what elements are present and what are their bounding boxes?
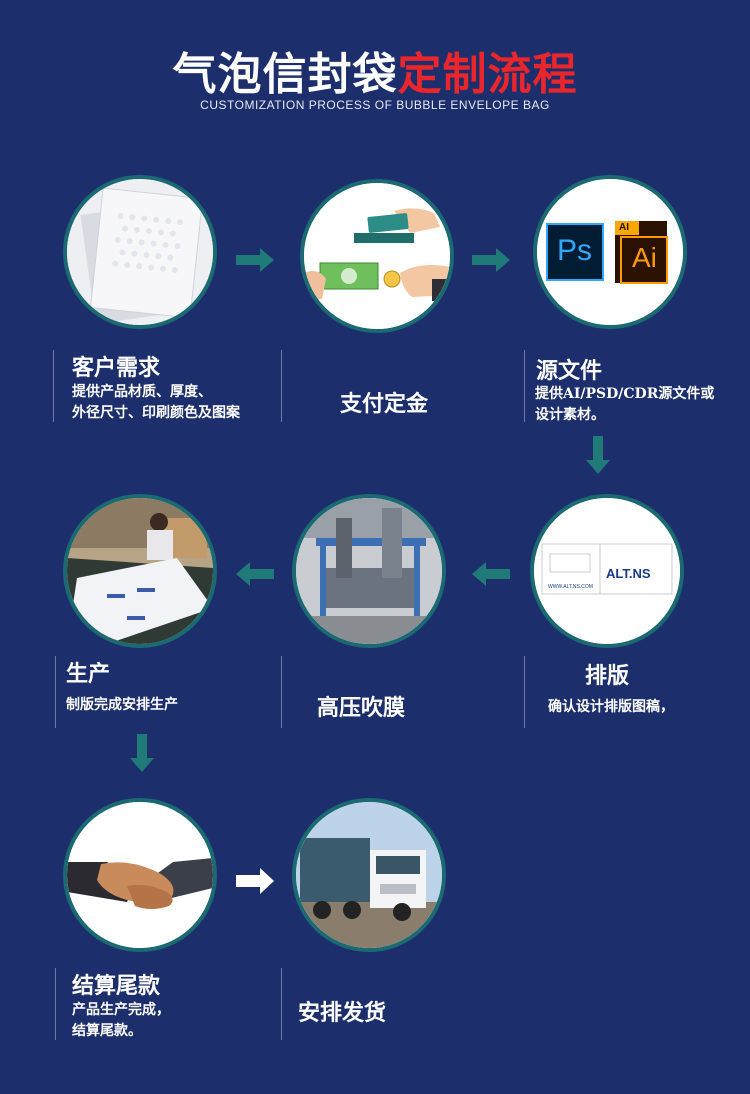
- divider: [281, 656, 282, 728]
- step-desc: 设计素材。: [535, 405, 605, 426]
- divider: [55, 968, 56, 1040]
- layout-url: WWW.ALT.NS.COM: [548, 584, 593, 590]
- ai-icon: Ai: [632, 242, 657, 274]
- title-white: 气泡信封袋: [173, 49, 398, 100]
- layout-brand: ALT.NS: [606, 566, 651, 581]
- step-desc: 确认设计排版图稿，: [548, 697, 674, 718]
- step-title: 客户需求: [72, 350, 160, 382]
- source-files-image: Ps Ai AI: [533, 175, 687, 329]
- divider: [281, 350, 282, 422]
- handshake-image: [63, 798, 217, 952]
- step-title: 排版: [585, 658, 629, 690]
- divider: [524, 656, 525, 728]
- blown-film-machine-image: [292, 494, 446, 648]
- step-desc: 提供AI/PSD/CDR源文件或: [535, 384, 714, 405]
- arrow-right-icon: [236, 248, 276, 272]
- production-image: [63, 494, 217, 648]
- step-title: 高压吹膜: [317, 690, 405, 722]
- divider: [55, 656, 56, 728]
- ai-tag: AI: [619, 222, 629, 233]
- ps-icon: Ps: [557, 234, 592, 268]
- step-title: 结算尾款: [72, 968, 160, 1000]
- arrow-right-icon: [472, 248, 512, 272]
- step-title: 安排发货: [298, 995, 386, 1027]
- arrow-left-icon: [234, 562, 274, 586]
- divider: [524, 350, 525, 422]
- delivery-truck-image: [292, 798, 446, 952]
- step-title: 支付定金: [340, 386, 428, 418]
- layout-draft-image: ALT.NS WWW.ALT.NS.COM: [530, 494, 684, 648]
- step-desc: 产品生产完成，: [72, 1000, 170, 1021]
- page-title: 气泡信封袋定制流程: [0, 38, 750, 102]
- divider: [281, 968, 282, 1040]
- step-title: 源文件: [536, 353, 602, 385]
- step-desc: 结算尾款。: [72, 1021, 142, 1042]
- divider: [53, 350, 54, 422]
- payment-image: [300, 179, 454, 333]
- step-desc: 外径尺寸、印刷颜色及图案: [72, 403, 240, 424]
- page-subtitle: CUSTOMIZATION PROCESS OF BUBBLE ENVELOPE…: [0, 98, 750, 112]
- arrow-down-icon: [130, 734, 154, 774]
- arrow-down-icon: [586, 436, 610, 476]
- title-red: 定制流程: [398, 49, 578, 100]
- arrow-right-icon: [236, 868, 276, 894]
- step-desc: 提供产品材质、厚度、: [72, 382, 212, 403]
- arrow-left-icon: [470, 562, 510, 586]
- step-desc: 制版完成安排生产: [66, 695, 178, 716]
- bubble-envelope-image: [63, 175, 217, 329]
- step-title: 生产: [66, 656, 110, 688]
